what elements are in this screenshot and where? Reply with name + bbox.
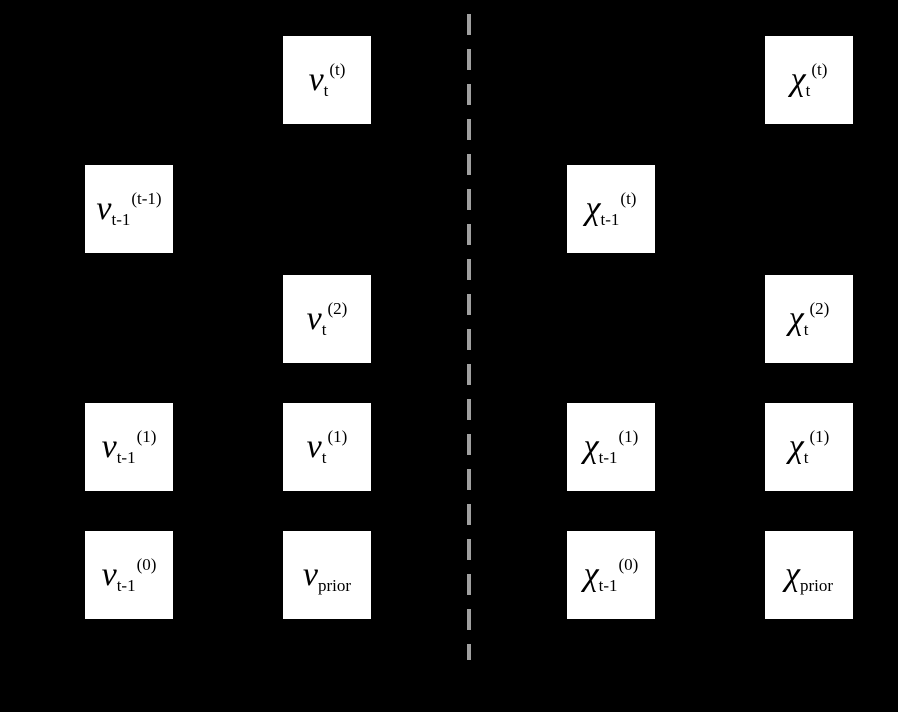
symbol-sup: (1) — [618, 426, 639, 446]
symbol-sub: t — [803, 447, 809, 467]
node-nu-tm1-1: ν t-1 (1) — [85, 403, 173, 491]
node-chi-tm1-0: χ t-1 (0) — [567, 531, 655, 619]
symbol-sup: (t-1) — [131, 188, 162, 208]
node-nu-tm1-tm1: ν t-1 (t-1) — [85, 165, 173, 253]
node-nu-prior: ν prior — [283, 531, 371, 619]
symbol-sup: (t) — [620, 188, 637, 208]
symbol-sup: (t) — [329, 59, 346, 79]
symbol-base: χ — [788, 428, 804, 465]
symbol-sup: (0) — [136, 554, 157, 574]
symbol-base: χ — [585, 190, 601, 227]
symbol-sub: t — [321, 319, 327, 339]
symbol-sub: t-1 — [111, 209, 131, 229]
node-chi-t-2: χ t (2) — [765, 275, 853, 363]
symbol-sub: t — [803, 319, 809, 339]
symbol-base: ν — [101, 428, 117, 465]
symbol-base: ν — [96, 190, 112, 227]
node-chi-prior: χ prior — [765, 531, 853, 619]
symbol-sup: (1) — [809, 426, 830, 446]
node-nu-tm1-0: ν t-1 (0) — [85, 531, 173, 619]
symbol-sup: (t) — [811, 59, 828, 79]
symbol-sub: prior — [318, 575, 352, 595]
symbol-base: ν — [101, 556, 117, 593]
symbol-sub: t-1 — [598, 575, 618, 595]
symbol-sup: (1) — [327, 426, 348, 446]
node-nu-t-1: ν t (1) — [283, 403, 371, 491]
symbol-sub: t-1 — [116, 447, 136, 467]
node-nu-t-t: ν t (t) — [283, 36, 371, 124]
symbol-sup: (1) — [136, 426, 157, 446]
symbol-base: χ — [583, 428, 599, 465]
symbol-sub: t — [323, 80, 329, 100]
symbol-base: ν — [308, 61, 324, 98]
node-chi-t-t: χ t (t) — [765, 36, 853, 124]
symbol-base: ν — [306, 428, 322, 465]
symbol-sub: t — [805, 80, 811, 100]
symbol-sub: t-1 — [598, 447, 618, 467]
symbol-sup: (2) — [327, 298, 348, 318]
symbol-base: ν — [306, 300, 322, 337]
symbol-sup: (0) — [618, 554, 639, 574]
panel-divider-dashed-line — [467, 14, 471, 660]
symbol-sub: t-1 — [116, 575, 136, 595]
node-chi-tm1-1: χ t-1 (1) — [567, 403, 655, 491]
symbol-base: χ — [583, 556, 599, 593]
symbol-sup: (2) — [809, 298, 830, 318]
symbol-base: ν — [302, 556, 319, 593]
node-chi-t-1: χ t (1) — [765, 403, 853, 491]
node-nu-t-2: ν t (2) — [283, 275, 371, 363]
symbol-base: χ — [790, 61, 806, 98]
symbol-sub: prior — [799, 575, 833, 595]
symbol-base: χ — [788, 300, 804, 337]
symbol-sub: t-1 — [600, 209, 620, 229]
symbol-base: χ — [784, 556, 800, 593]
symbol-sub: t — [321, 447, 327, 467]
node-chi-tm1-t: χ t-1 (t) — [567, 165, 655, 253]
